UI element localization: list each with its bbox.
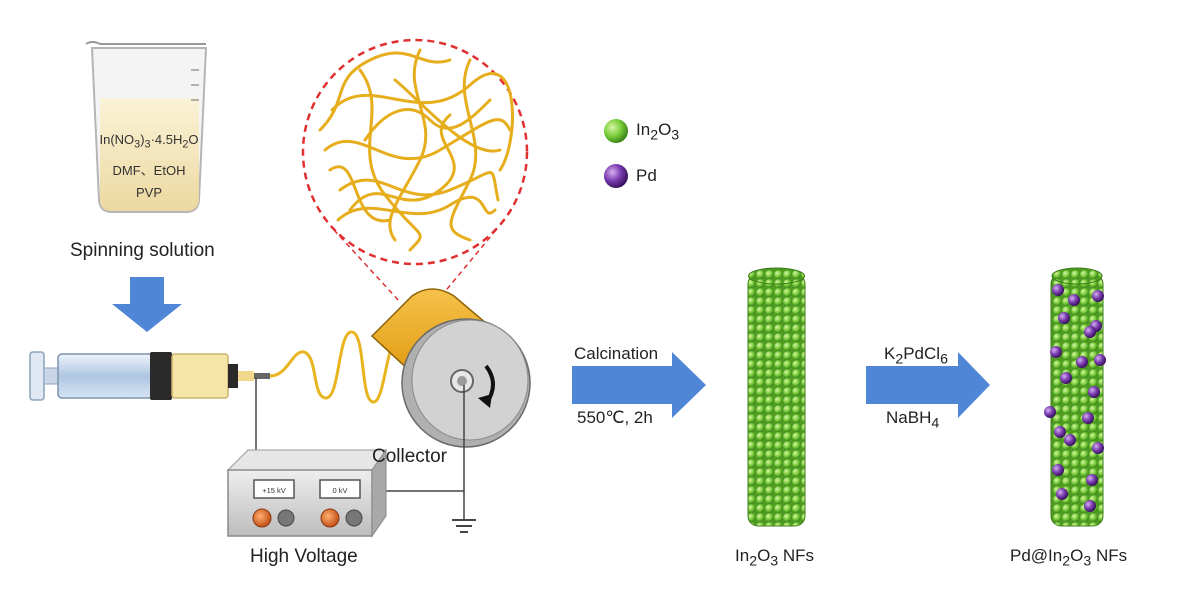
pd-particle-icon bbox=[1088, 386, 1100, 398]
fiber-jet bbox=[269, 330, 398, 404]
pd-particle-icon bbox=[1068, 294, 1080, 306]
in2o3-nfs-label: In2O3 NFs bbox=[735, 546, 815, 570]
pd-particle-icon bbox=[1094, 354, 1106, 366]
in2o3-sphere-icon bbox=[604, 119, 628, 143]
display-left-value: +15 kV bbox=[262, 486, 286, 495]
collector-drum bbox=[370, 288, 531, 448]
in2o3-nanofiber bbox=[747, 267, 806, 527]
pd-in2o3-nfs-label: Pd@In2O3 NFs bbox=[1010, 546, 1128, 570]
legend-pd-label: Pd bbox=[636, 166, 657, 185]
pd-particle-icon bbox=[1054, 426, 1066, 438]
reduction-arrow-icon bbox=[866, 352, 990, 418]
pd-sphere-icon bbox=[604, 164, 628, 188]
display-right-value: 0 kV bbox=[332, 486, 347, 495]
k2pdcl6-label: K2PdCl6 bbox=[884, 344, 948, 368]
pd-particle-icon bbox=[1086, 474, 1098, 486]
pd-particle-icon bbox=[1060, 372, 1072, 384]
pd-particle-icon bbox=[1092, 290, 1104, 302]
pd-particle-icon bbox=[1052, 464, 1064, 476]
pd-particle-icon bbox=[1044, 406, 1056, 418]
beaker bbox=[85, 41, 208, 213]
pd-particles bbox=[1044, 284, 1106, 512]
down-arrow-icon bbox=[112, 277, 182, 332]
calcination-arrow-icon bbox=[572, 352, 706, 418]
pd-particle-icon bbox=[1084, 500, 1096, 512]
high-voltage-supply: +15 kV 0 kV bbox=[226, 448, 387, 538]
collector-label: Collector bbox=[372, 446, 447, 467]
pd-particle-icon bbox=[1050, 346, 1062, 358]
calcination-label: Calcination bbox=[574, 344, 659, 363]
legend-in2o3-label: In2O3 bbox=[636, 120, 680, 144]
beaker-formula-3: PVP bbox=[135, 185, 162, 200]
pd-particle-icon bbox=[1056, 488, 1068, 500]
beaker-formula-1: In(NO3)3·4.5H2O bbox=[99, 132, 199, 151]
pd-particle-icon bbox=[1084, 326, 1096, 338]
wiring bbox=[255, 378, 476, 533]
pd-particle-icon bbox=[1052, 284, 1064, 296]
pd-particle-icon bbox=[1092, 442, 1104, 454]
beaker-formula-2: DMF、EtOH bbox=[112, 163, 186, 178]
high-voltage-label: High Voltage bbox=[250, 546, 358, 567]
calcination-condition-label: 550℃, 2h bbox=[577, 408, 653, 427]
spinning-solution-label: Spinning solution bbox=[70, 240, 215, 261]
fiber-mat-zoom bbox=[301, 38, 529, 303]
pd-particle-icon bbox=[1082, 412, 1094, 424]
pd-particle-icon bbox=[1076, 356, 1088, 368]
pd-particle-icon bbox=[1058, 312, 1070, 324]
pd-particle-icon bbox=[1064, 434, 1076, 446]
syringe bbox=[29, 351, 270, 401]
nabh4-label: NaBH4 bbox=[886, 408, 940, 432]
